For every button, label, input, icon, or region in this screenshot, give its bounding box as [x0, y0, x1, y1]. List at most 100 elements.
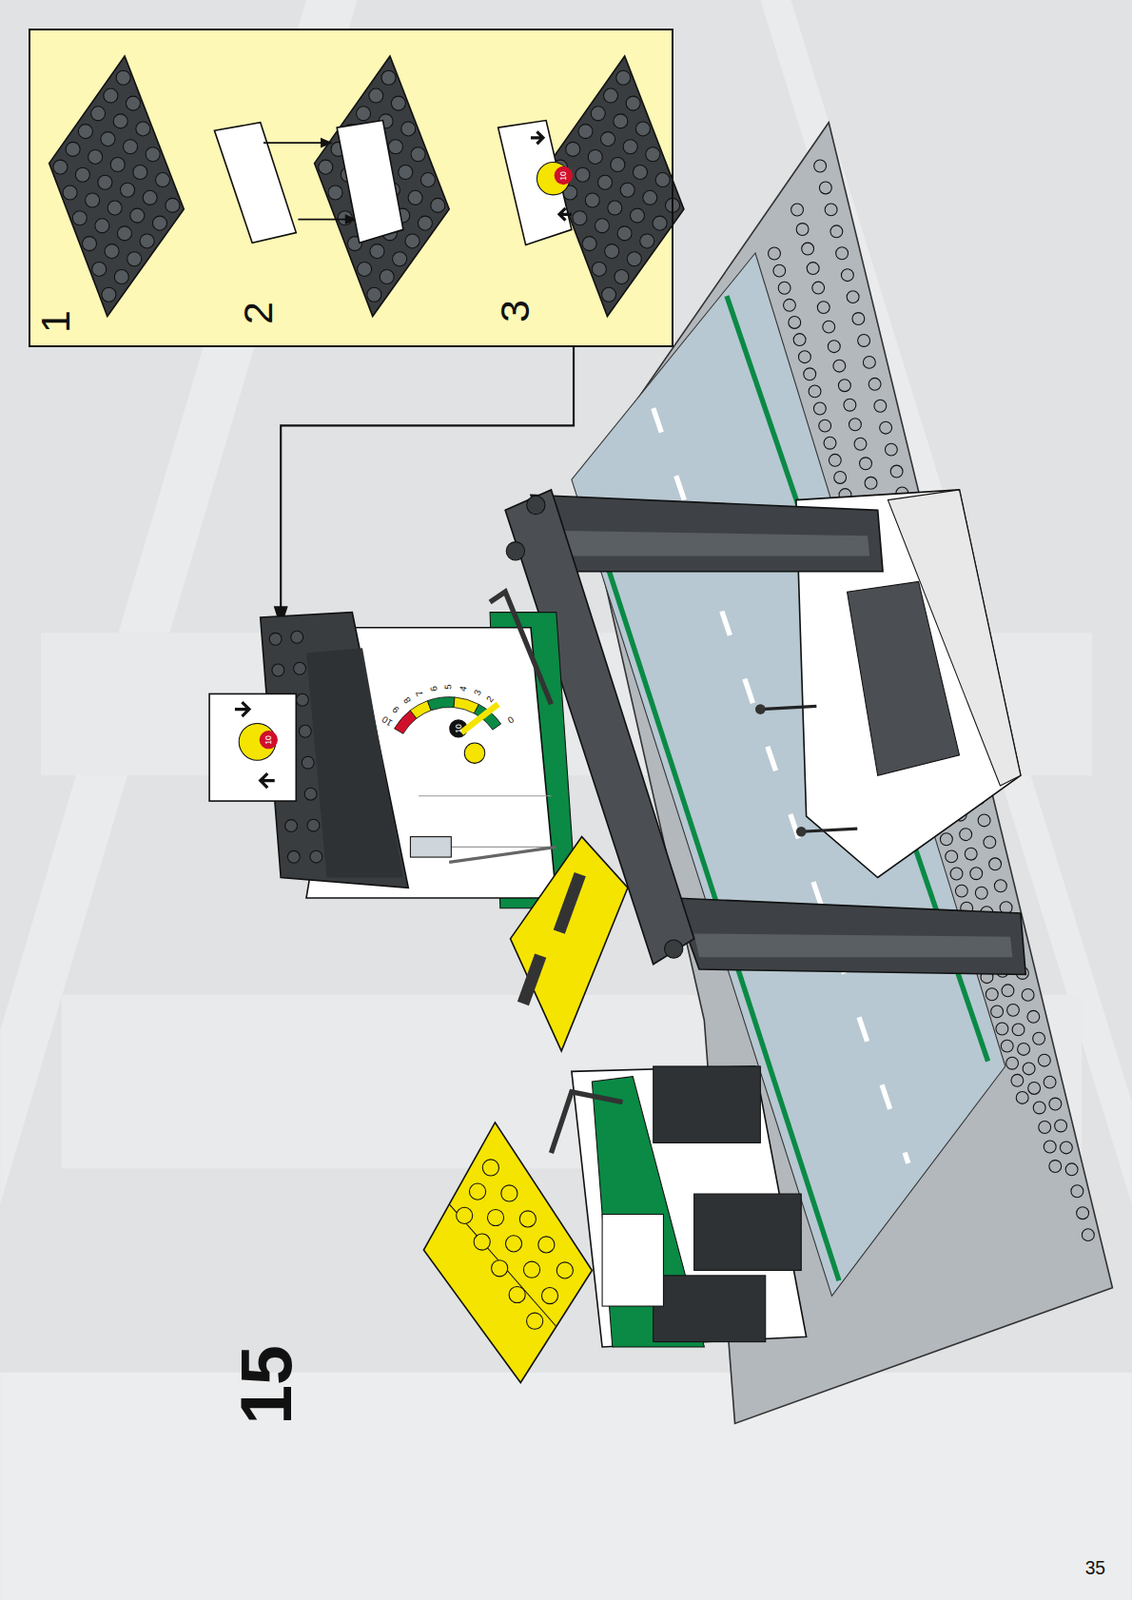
- stud: [1065, 1163, 1078, 1176]
- stud: [116, 70, 131, 85]
- stud: [125, 96, 140, 111]
- stud: [1038, 1121, 1052, 1134]
- stud: [594, 218, 609, 234]
- stud: [827, 340, 840, 353]
- stud: [652, 215, 667, 231]
- stud: [369, 88, 384, 103]
- stud: [858, 334, 871, 348]
- stud: [959, 828, 973, 841]
- stud: [430, 197, 446, 213]
- plate-6x6: [49, 56, 185, 317]
- stud: [806, 262, 820, 275]
- stud: [939, 833, 953, 846]
- stud: [791, 203, 804, 216]
- stud: [977, 814, 991, 827]
- stud: [585, 193, 600, 208]
- stud: [864, 476, 878, 489]
- stud: [1049, 1097, 1062, 1111]
- stud: [616, 70, 631, 85]
- stud: [100, 132, 116, 147]
- stud: [298, 724, 312, 738]
- substep-number: 2: [237, 301, 279, 325]
- gauge-digit: 9: [390, 704, 402, 716]
- sticker-number: 10: [264, 735, 274, 745]
- stud: [890, 465, 903, 478]
- building: [209, 591, 577, 909]
- stud: [833, 359, 846, 372]
- stud: [819, 419, 832, 432]
- stud: [379, 269, 394, 284]
- substep-number: 1: [34, 310, 76, 333]
- sticker-number: 10: [559, 171, 568, 181]
- stud: [1059, 1141, 1073, 1154]
- stud: [482, 1159, 499, 1176]
- stud: [603, 88, 618, 103]
- stud: [836, 247, 849, 260]
- stud: [410, 147, 426, 162]
- stud: [398, 165, 413, 180]
- stud: [788, 316, 801, 330]
- gauge-band: [427, 697, 455, 711]
- stud: [390, 96, 406, 111]
- gauge-digit: 6: [429, 684, 440, 692]
- stud: [991, 1005, 1004, 1018]
- baseplate: [571, 122, 1113, 1425]
- stud: [538, 1236, 555, 1253]
- stud: [145, 147, 160, 162]
- stud: [139, 234, 155, 249]
- stud: [556, 1262, 573, 1279]
- stud: [617, 226, 632, 241]
- stud: [318, 159, 333, 175]
- stud: [473, 1233, 490, 1250]
- stud: [487, 1209, 504, 1226]
- page-number: 35: [1085, 1560, 1106, 1579]
- stud: [813, 402, 826, 415]
- gauge-digit: 0: [506, 715, 516, 726]
- stud: [367, 287, 382, 302]
- stud: [136, 121, 151, 137]
- stud: [420, 173, 435, 188]
- stud: [304, 787, 317, 801]
- stud: [508, 1286, 526, 1303]
- stud: [101, 287, 117, 302]
- stud: [53, 159, 68, 175]
- stud: [468, 1183, 486, 1200]
- stud: [587, 149, 603, 164]
- stud: [1033, 1032, 1046, 1045]
- stud: [1000, 1039, 1014, 1053]
- stud: [575, 167, 590, 182]
- stud: [408, 190, 423, 205]
- stud: [1076, 1207, 1090, 1220]
- stud: [828, 453, 841, 467]
- stud: [62, 185, 78, 200]
- stud: [582, 236, 597, 252]
- stud: [1043, 1075, 1056, 1089]
- stud: [417, 215, 432, 231]
- stud: [523, 1261, 540, 1278]
- gauge-digit: 2: [485, 694, 496, 704]
- stud: [103, 88, 118, 103]
- callout-leader: [273, 347, 574, 629]
- stud: [798, 351, 811, 364]
- stud: [1006, 1056, 1019, 1070]
- stud: [95, 218, 110, 234]
- stud: [130, 208, 145, 223]
- stud: [117, 226, 132, 241]
- stud: [1081, 1229, 1094, 1242]
- gauge-band: [409, 701, 431, 720]
- callout-box: 123: [28, 28, 674, 348]
- stud: [572, 211, 587, 226]
- stud: [950, 867, 963, 880]
- stud: [849, 418, 862, 431]
- stud: [945, 850, 958, 863]
- stud: [1054, 1119, 1068, 1132]
- gauge-digit: 4: [458, 684, 469, 692]
- stud: [1022, 1062, 1035, 1075]
- stud: [269, 632, 282, 645]
- stud: [1043, 1140, 1056, 1153]
- stud: [381, 70, 396, 85]
- stud: [142, 190, 157, 205]
